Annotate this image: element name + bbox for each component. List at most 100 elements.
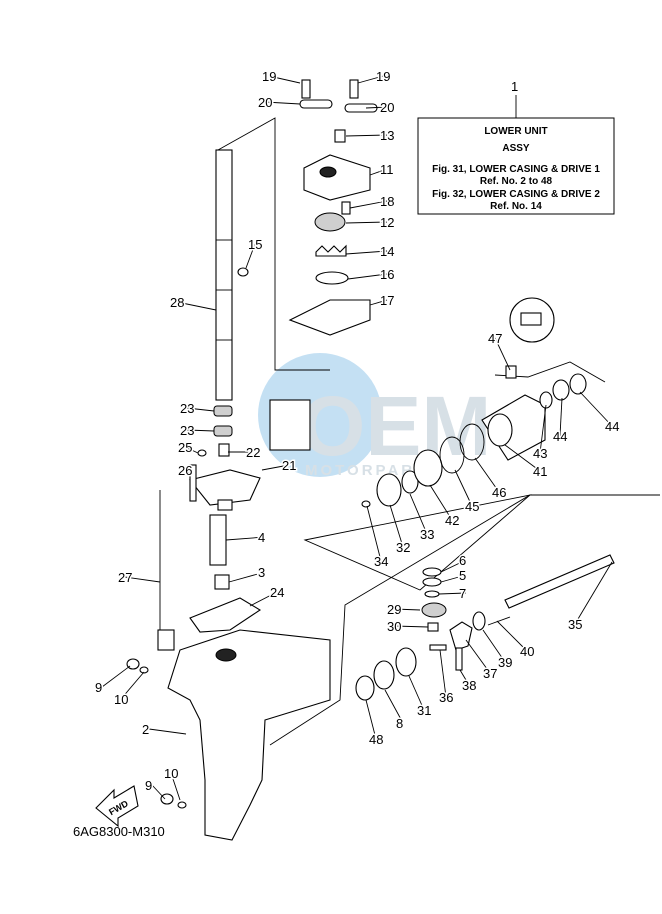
watermark-main: OEM [300,379,491,473]
callout-label-6: 6 [459,553,466,568]
callout-leader [357,75,384,84]
callout-label-38: 38 [462,678,476,693]
callout-label-10: 10 [114,692,128,707]
callout-leader [482,629,506,663]
callout-label-7: 7 [459,586,466,601]
callout-label-31: 31 [417,703,431,718]
callout-label-45: 45 [465,499,479,514]
callout-leader [184,446,199,454]
callout-label-20: 20 [380,100,394,115]
callout-label-19: 19 [262,69,276,84]
callout-leader [429,484,453,521]
callout-leader [574,561,613,625]
info-box-title: LOWER UNIT [484,126,547,137]
callout-label-3: 3 [258,565,265,580]
callout-label-21: 21 [282,458,296,473]
callout-leader [559,397,563,437]
propeller-shaft-parts [355,297,615,701]
callout-leader [124,576,161,583]
callout-label-8: 8 [396,716,403,731]
callout-label-15: 15 [248,237,262,252]
callout-label-18: 18 [380,194,394,209]
callout-label-11: 11 [380,162,394,177]
callout-leader [459,669,470,686]
callout-leader [440,574,467,583]
callout-label-9: 9 [145,778,152,793]
callout-leader [365,106,388,109]
callout-leader [268,75,301,84]
callout-leader [393,608,421,611]
info-box-ref: 1 [511,79,518,94]
callout-leader [454,469,473,507]
callout-leader [345,134,388,137]
callout-label-12: 12 [380,215,394,230]
callout-label-41: 41 [533,464,547,479]
callout-leader [186,407,215,412]
callout-label-2: 2 [142,722,149,737]
driveshaft-assembly [215,117,330,401]
callout-leader [494,337,511,371]
callout-leader [465,639,491,674]
callout-leader [409,493,428,535]
callout-leader [366,505,382,562]
callout-leader [184,469,193,476]
bearing-box-parts [157,399,311,651]
callout-leader [151,784,166,800]
info-box-line-1: Fig. 31, LOWER CASING & DRIVE 1 [432,164,600,175]
callout-label-48: 48 [369,732,383,747]
callout-label-36: 36 [439,690,453,705]
callout-label-26: 26 [178,463,192,478]
callout-leader [349,200,388,209]
callout-leader [170,772,181,801]
info-box-line-4: Ref. No. 14 [490,201,542,212]
water-pump-parts [288,79,378,336]
callout-label-32: 32 [396,540,410,555]
callout-leader [249,591,278,607]
callout-leader [228,571,266,583]
callout-leader [225,536,266,541]
info-box-subtitle: ASSY [502,143,530,154]
callout-leader [261,464,290,471]
callout-label-34: 34 [374,554,388,569]
callout-leader [345,221,388,224]
callout-label-28: 28 [170,295,184,310]
callout-leader [474,457,500,493]
callout-leader [504,444,541,472]
callout-leader [408,675,425,711]
callout-label-43: 43 [533,446,547,461]
callout-label-25: 25 [178,440,192,455]
callout-label-23: 23 [180,401,194,416]
callout-label-40: 40 [520,644,534,659]
callout-leader [347,273,388,280]
callout-label-22: 22 [246,445,260,460]
callout-label-13: 13 [380,128,394,143]
callout-leader [440,559,467,573]
callout-leader [101,665,131,688]
callout-label-30: 30 [387,619,401,634]
callout-label-10: 10 [164,766,178,781]
callout-label-44: 44 [553,429,567,444]
callout-label-4: 4 [258,530,265,545]
callout-leader [186,429,215,432]
callout-leader [264,101,301,105]
callout-leader [439,649,447,698]
callout-leader [369,168,388,176]
callout-label-29: 29 [387,602,401,617]
callout-label-37: 37 [483,666,497,681]
callout-label-20: 20 [258,95,272,110]
callout-label-33: 33 [420,527,434,542]
callout-leader [496,620,528,652]
callout-label-47: 47 [488,331,502,346]
callout-label-46: 46 [492,485,506,500]
callout-leader [539,404,547,454]
callout-label-35: 35 [568,617,582,632]
callout-leader [365,699,377,740]
callout-label-44: 44 [605,419,619,434]
info-box-line-3: Fig. 32, LOWER CASING & DRIVE 2 [432,189,600,200]
info-box-line-2: Ref. No. 2 to 48 [480,176,553,187]
info-box: 1 LOWER UNIT ASSY Fig. 31, LOWER CASING … [417,79,615,215]
callout-leader [245,243,256,269]
callout-label-5: 5 [459,568,466,583]
callout-leader [176,301,217,311]
